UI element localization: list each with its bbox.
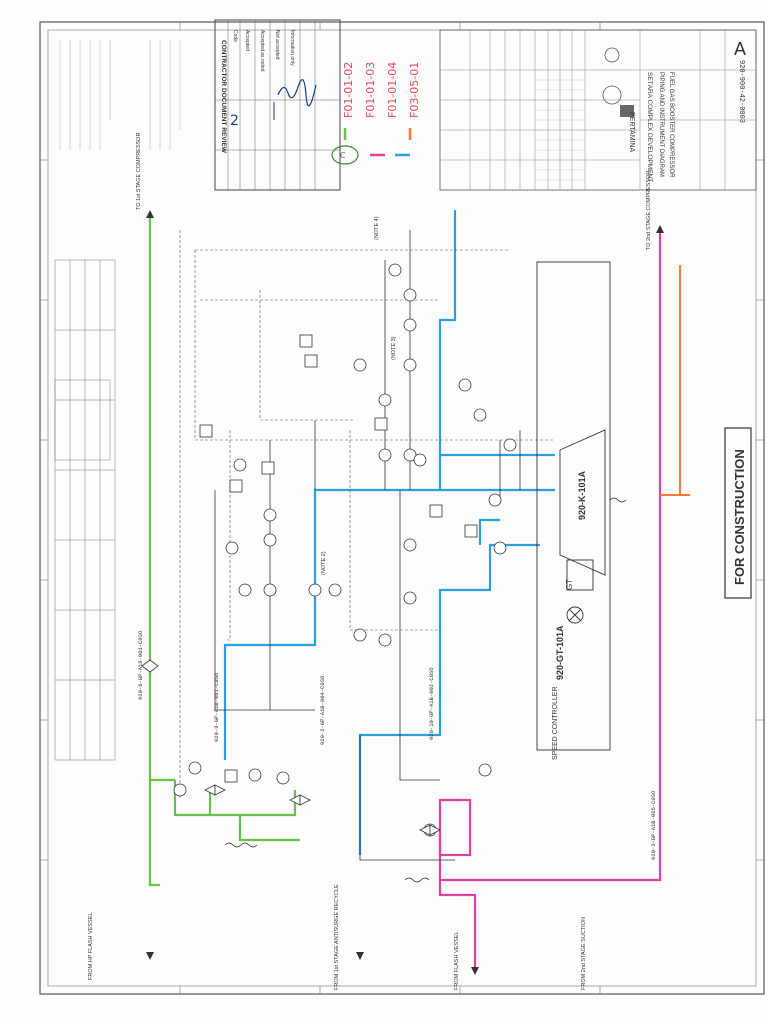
review-option-4: Not accepted <box>274 30 280 60</box>
outer-border <box>39 21 765 995</box>
contractor-logo-icon <box>604 47 620 63</box>
signal-lines <box>179 230 555 800</box>
border-zone-ticks <box>40 22 764 994</box>
green-process-line <box>148 215 300 887</box>
drawing-number: 920-900-42-0003 <box>737 60 745 123</box>
handwritten-entry-4: F03-05-01 <box>408 62 421 118</box>
review-stamp: CONTRACTOR DOCUMENT REVIEW Code Accepted… <box>214 19 421 191</box>
flex-connections <box>224 497 627 883</box>
title-block: PERTAMINA SEТARA COMPLEX DEVELOPMENT PIP… <box>439 29 757 191</box>
instrument-bubbles <box>173 263 517 837</box>
note-3: (NOTE 3) <box>391 336 397 360</box>
outlet-label-2: TO 2nd STAGE COMPRESSOR <box>646 171 652 250</box>
line-label-3: 920-10-GP-A1B-002-C0SO <box>428 667 435 740</box>
turbine-tag: 920-GT-101A <box>555 625 565 680</box>
note-2: (NOTE 2) <box>321 551 327 575</box>
line-label-5: 920-3-GP-A1B-005-C0SO <box>650 790 657 860</box>
gt-label: GT <box>565 579 574 590</box>
company-logo-icon <box>602 85 622 105</box>
inlet-label-3: FROM FLASH VESSEL <box>454 932 460 990</box>
review-option-2: Accepted <box>244 30 250 51</box>
inlet-label-1: FROM HP FLASH VESSEL <box>88 913 94 980</box>
speed-controller-label: SPEED CONTROLLER <box>552 686 559 760</box>
for-construction-stamp: FOR CONSTRUCTION <box>724 427 752 599</box>
process-data-table-2 <box>54 379 111 461</box>
instrument-boxes <box>199 334 478 783</box>
review-code-2: 2 <box>230 113 239 129</box>
circled-code-icon <box>331 145 359 165</box>
reviewer-signature <box>277 79 317 107</box>
project-name: SEТARA COMPLEX DEVELOPMENT <box>646 72 653 182</box>
orange-process-line <box>660 265 690 496</box>
compressor-outline <box>536 261 611 751</box>
drawing-title-line-1: PIPING AND INSTRUMENT DIAGRAM <box>658 72 664 177</box>
note-4: (NOTE 4) <box>374 216 380 240</box>
for-construction-text: FOR CONSTRUCTION <box>732 449 747 585</box>
flow-arrows <box>146 210 664 975</box>
valves <box>141 659 441 836</box>
handwritten-entry-1: F01-01-02 <box>342 62 355 118</box>
review-option-3: Accepted as noted <box>259 30 265 72</box>
pink-process-line <box>438 230 662 970</box>
review-option-1: Code <box>232 30 238 42</box>
drawing-title-line-2: FUEL GAS BOOSTER COMPRESSOR <box>668 72 674 178</box>
compressor-tag: 920-K-101A <box>577 470 587 520</box>
review-header: CONTRACTOR DOCUMENT REVIEW <box>220 40 227 154</box>
inlet-label-4: FROM 2nd STAGE SUCTION <box>581 917 587 990</box>
process-data-table <box>54 259 116 761</box>
notes-area <box>59 40 181 150</box>
review-option-5: Information only <box>289 30 295 66</box>
circled-code: C <box>340 151 346 160</box>
handwritten-entry-2: F01-01-03 <box>364 62 377 118</box>
handwritten-entry-3: F01-01-04 <box>386 62 399 118</box>
pertamina-logo-icon <box>620 105 634 117</box>
line-label-2: 920-8-GP-A1B-001-C0SO <box>213 672 220 742</box>
outlet-label-1: TO 1st STAGE COMPRESSOR <box>136 133 142 210</box>
line-label-4: 920-2-GP-A1B-004-C0SO <box>319 675 326 745</box>
company-name: PERTAMINA <box>628 112 635 153</box>
inner-border <box>47 29 757 987</box>
inlet-label-2: FROM 1st STAGE ANTISURGE RECYCLE <box>334 884 340 990</box>
revision-letter: A <box>734 39 746 59</box>
line-label-1: 920-6-GP-A18-001-C0SO <box>137 630 144 700</box>
